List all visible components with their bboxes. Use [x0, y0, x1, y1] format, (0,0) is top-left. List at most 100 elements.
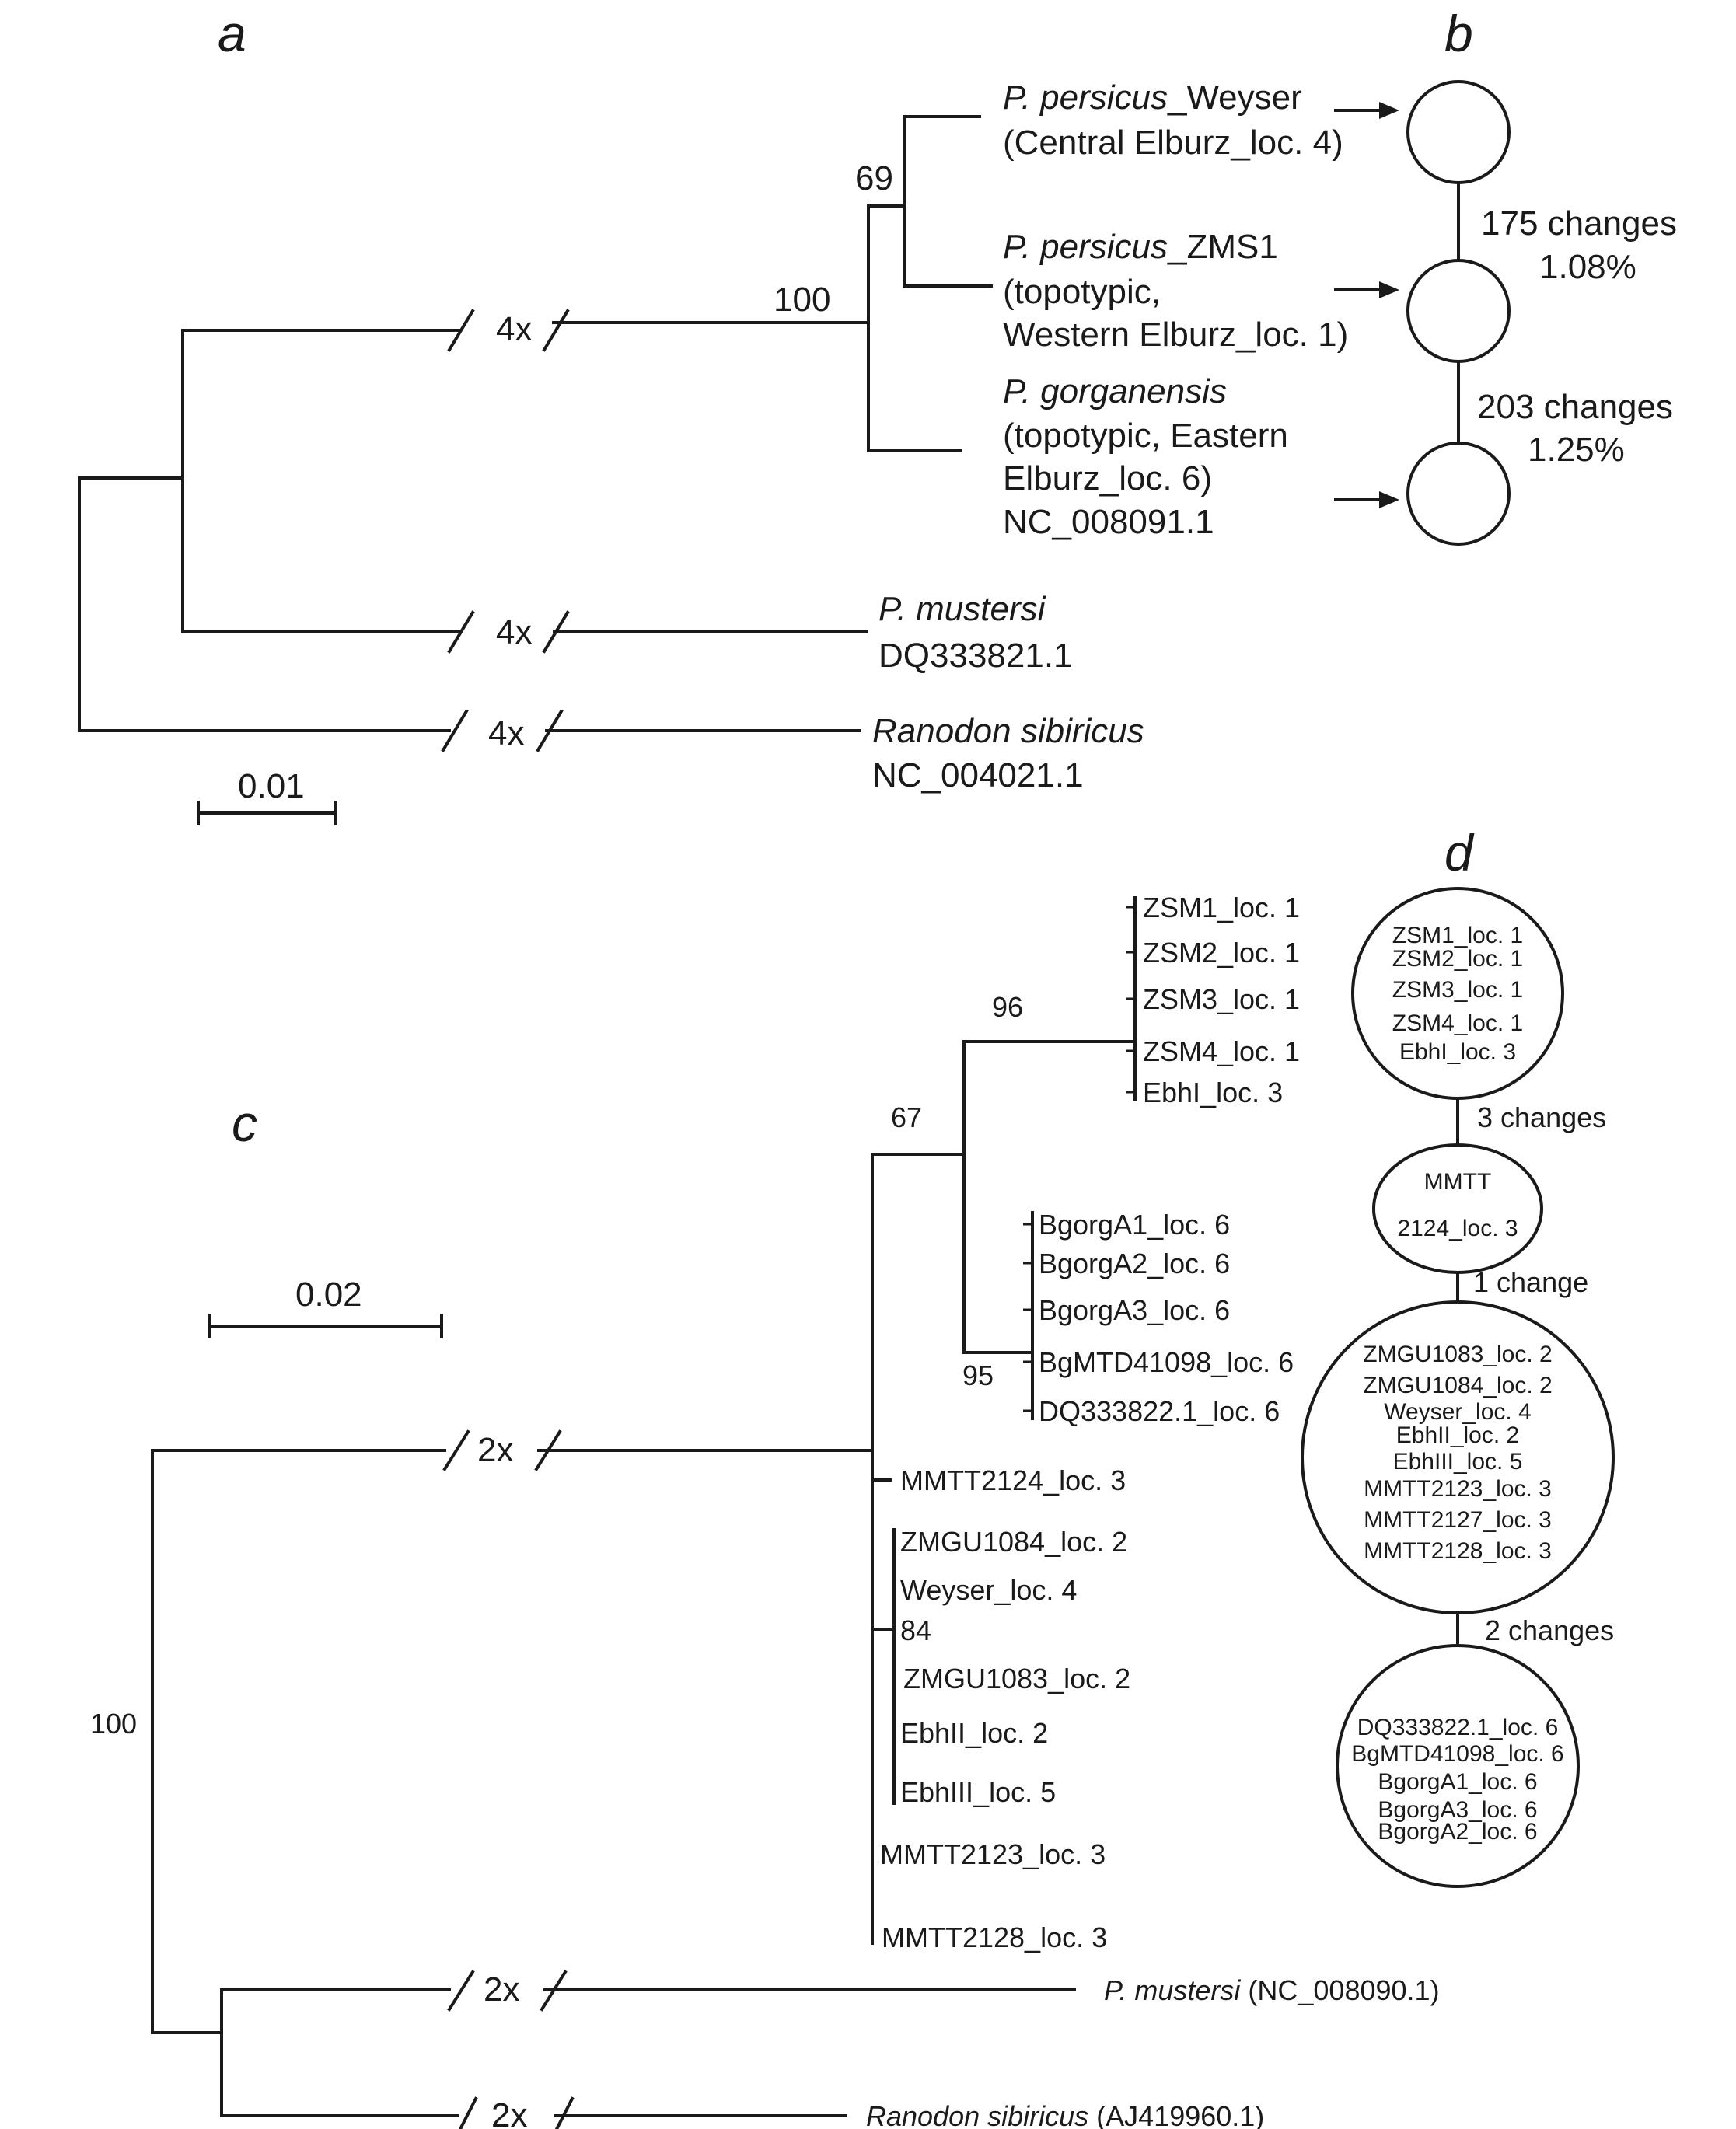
break-label: 2x: [477, 1431, 513, 1469]
taxon-label: MMTT2124_loc. 3: [900, 1464, 1126, 1496]
taxon-weyser: P. persicus_Weyser: [1003, 79, 1302, 117]
taxon-gorganensis-line2: (topotypic, Eastern: [1003, 417, 1288, 455]
haplotype-node-4: [1336, 1644, 1580, 1888]
haplotype-member: MMTT2128_loc. 3: [1364, 1538, 1552, 1564]
taxon-mustersi: P. mustersi: [878, 590, 1046, 628]
arrow-icon: [1334, 491, 1399, 508]
taxon-gorganensis-line4: NC_008091.1: [1003, 503, 1214, 541]
haplotype-member: BgorgA2_loc. 6: [1378, 1819, 1537, 1845]
haplotype-member: BgMTD41098_loc. 6: [1351, 1741, 1564, 1767]
haplotype-member: ZMGU1084_loc. 2: [1363, 1373, 1552, 1398]
panel-label-b: b: [1444, 5, 1473, 62]
taxon-label: ZMGU1083_loc. 2: [903, 1663, 1130, 1694]
taxon-zms1: P. persicus_ZMS1: [1003, 228, 1278, 266]
taxon-label: Weyser_loc. 4: [900, 1574, 1077, 1606]
haplotype-member: EbhI_loc. 3: [1399, 1039, 1516, 1065]
break-label: 2x: [491, 2096, 527, 2129]
taxon-label: ZSM2_loc. 1: [1143, 937, 1300, 969]
haplotype-member: Weyser_loc. 4: [1384, 1399, 1532, 1425]
panel-label-d: d: [1444, 824, 1475, 881]
support-value: 95: [962, 1359, 994, 1391]
haplotype-member: BgorgA1_loc. 6: [1378, 1769, 1537, 1795]
support-value: 96: [992, 991, 1023, 1023]
change-count: 175 changes: [1481, 204, 1677, 243]
tree-a-branches: [78, 115, 993, 732]
haplotype-member: ZSM4_loc. 1: [1392, 1010, 1523, 1036]
haplotype-node: [1406, 442, 1511, 546]
taxon-label: DQ333822.1_loc. 6: [1039, 1395, 1280, 1427]
support-value: 67: [891, 1101, 922, 1133]
taxon-label: ZMGU1084_loc. 2: [900, 1526, 1127, 1558]
haplotype-node: [1406, 80, 1511, 184]
change-count: 3 changes: [1477, 1101, 1606, 1133]
tree-a: a 4x 4x 4x 69 100 P. persicus_Weyser (Ce…: [78, 5, 1348, 825]
taxon-label: ZSM3_loc. 1: [1143, 983, 1300, 1015]
taxon-ranodon: Ranodon sibiricus (AJ419960.1): [866, 2100, 1264, 2129]
haplotype-member: ZMGU1083_loc. 2: [1363, 1342, 1552, 1367]
taxon-weyser-locality: (Central Elburz_loc. 4): [1003, 124, 1343, 162]
taxon-label: ZSM1_loc. 1: [1143, 892, 1300, 923]
taxon-label: BgMTD41098_loc. 6: [1039, 1346, 1294, 1378]
scale-bar-a: [197, 801, 337, 825]
arrow-icon: [1334, 102, 1399, 119]
taxon-label: EbhIII_loc. 5: [900, 1776, 1056, 1808]
taxon-zms1-line3: Western Elburz_loc. 1): [1003, 316, 1348, 354]
taxon-label: MMTT2128_loc. 3: [882, 1921, 1107, 1953]
change-percent: 1.25%: [1528, 431, 1625, 469]
taxon-zms1-line2: (topotypic,: [1003, 273, 1161, 311]
haplotype-member: MMTT2127_loc. 3: [1364, 1507, 1552, 1533]
haplotype-member: DQ333822.1_loc. 6: [1357, 1715, 1559, 1740]
support-value: 84: [900, 1614, 931, 1646]
haplotype-member: MMTT2123_loc. 3: [1364, 1476, 1552, 1502]
taxon-label: BgorgA1_loc. 6: [1039, 1209, 1230, 1241]
support-value: 100: [90, 1708, 137, 1740]
haplotype-node-2: [1372, 1143, 1543, 1274]
network-d: d ZSM1_loc. 1 ZSM2_loc. 1 ZSM3_loc. 1 ZS…: [1301, 824, 1615, 1888]
taxon-gorganensis-line3: Elburz_loc. 6): [1003, 459, 1212, 497]
taxon-mustersi-accession: DQ333821.1: [878, 637, 1073, 675]
haplotype-node-1: [1351, 887, 1564, 1100]
scale-label-a: 0.01: [238, 767, 305, 805]
tree-c-leaf-ticks: [1023, 906, 1135, 1412]
haplotype-node: [1406, 259, 1511, 363]
scale-bar-c: [208, 1314, 443, 1338]
haplotype-member: 2124_loc. 3: [1397, 1216, 1518, 1241]
haplotype-member: EbhIII_loc. 5: [1393, 1449, 1523, 1475]
tree-c-branches: [151, 896, 1137, 2117]
arrow-icon: [1334, 281, 1399, 298]
support-value: 69: [855, 159, 893, 197]
change-percent: 1.08%: [1539, 248, 1636, 286]
taxon-label: EbhI_loc. 3: [1143, 1077, 1283, 1108]
haplotype-member: MMTT: [1424, 1169, 1492, 1195]
change-count: 203 changes: [1477, 388, 1673, 426]
haplotype-member: ZSM1_loc. 1: [1392, 923, 1523, 948]
taxon-mustersi: P. mustersi (NC_008090.1): [1104, 1974, 1440, 2006]
taxon-label: EbhII_loc. 2: [900, 1717, 1048, 1749]
tree-c: c 0.02 2x 2x 2x 100 67 96 95 84 ZSM1_loc…: [90, 892, 1440, 2129]
support-value: 100: [774, 281, 830, 319]
haplotype-member: BgorgA3_loc. 6: [1378, 1797, 1537, 1823]
break-label: 2x: [484, 1970, 519, 2009]
taxon-ranodon: Ranodon sibiricus: [872, 712, 1144, 750]
change-count: 1 change: [1473, 1266, 1588, 1298]
taxon-gorganensis: P. gorganensis: [1003, 372, 1227, 410]
panel-label-c: c: [232, 1094, 257, 1152]
tree-a-break-marks: [441, 309, 570, 752]
taxon-label: MMTT2123_loc. 3: [880, 1838, 1106, 1870]
break-label: 4x: [488, 714, 524, 752]
haplotype-member: EbhII_loc. 2: [1396, 1422, 1519, 1448]
taxon-ranodon-accession: NC_004021.1: [872, 756, 1084, 794]
haplotype-member: ZSM3_loc. 1: [1392, 977, 1523, 1003]
break-label: 4x: [496, 310, 532, 348]
network-b: b 175 changes 1.08% 203 changes 1.25%: [1334, 5, 1677, 546]
change-count: 2 changes: [1485, 1614, 1614, 1646]
tree-c-break-marks: [442, 1429, 575, 2129]
taxon-label: BgorgA2_loc. 6: [1039, 1248, 1230, 1279]
haplotype-node-3: [1301, 1300, 1615, 1614]
break-label: 4x: [496, 613, 532, 651]
taxon-label: ZSM4_loc. 1: [1143, 1035, 1300, 1067]
taxon-label: BgorgA3_loc. 6: [1039, 1294, 1230, 1326]
scale-label-c: 0.02: [295, 1276, 362, 1314]
haplotype-member: ZSM2_loc. 1: [1392, 946, 1523, 972]
